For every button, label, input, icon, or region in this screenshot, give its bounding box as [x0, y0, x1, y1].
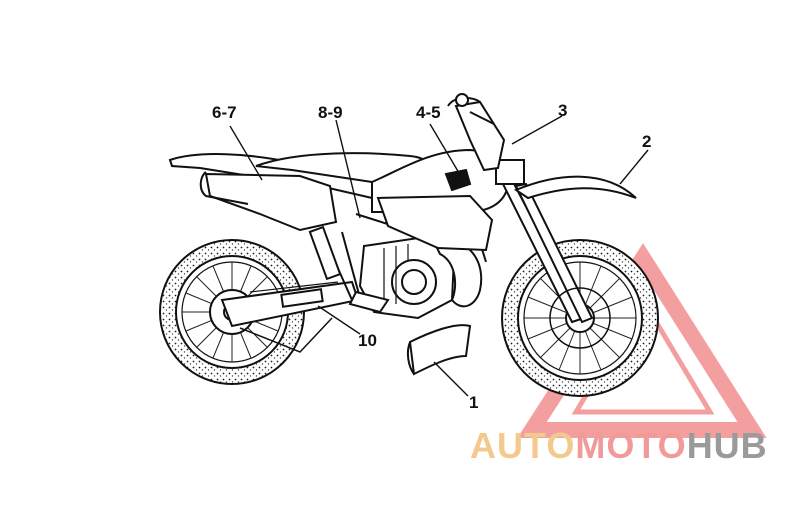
- part-1-cover: [406, 324, 472, 376]
- watermark-logo: AUTOMOTOHUB: [470, 428, 768, 464]
- leader-lines: [229, 115, 649, 397]
- handlebar: [447, 93, 506, 172]
- callout-10: 10: [358, 331, 377, 350]
- callout-2: 2: [642, 132, 652, 151]
- fuel-tank-shroud: [371, 148, 510, 252]
- front-fender: [513, 175, 637, 200]
- watermark-hub: HUB: [686, 425, 768, 466]
- callout-6-7: 6-7: [212, 103, 237, 122]
- watermark-auto: AUTO: [470, 425, 576, 466]
- rear-fender-side-panel: [168, 153, 373, 232]
- front-forks: [495, 159, 594, 324]
- front-brake-disc: [549, 287, 611, 349]
- swingarm: [220, 280, 360, 353]
- callout-4-5: 4-5: [416, 103, 441, 122]
- watermark-moto: MOTO: [575, 425, 687, 466]
- callout-8-9: 8-9: [318, 103, 343, 122]
- engine: [348, 234, 456, 320]
- callout-1: 1: [469, 393, 479, 412]
- callout-3: 3: [558, 101, 568, 120]
